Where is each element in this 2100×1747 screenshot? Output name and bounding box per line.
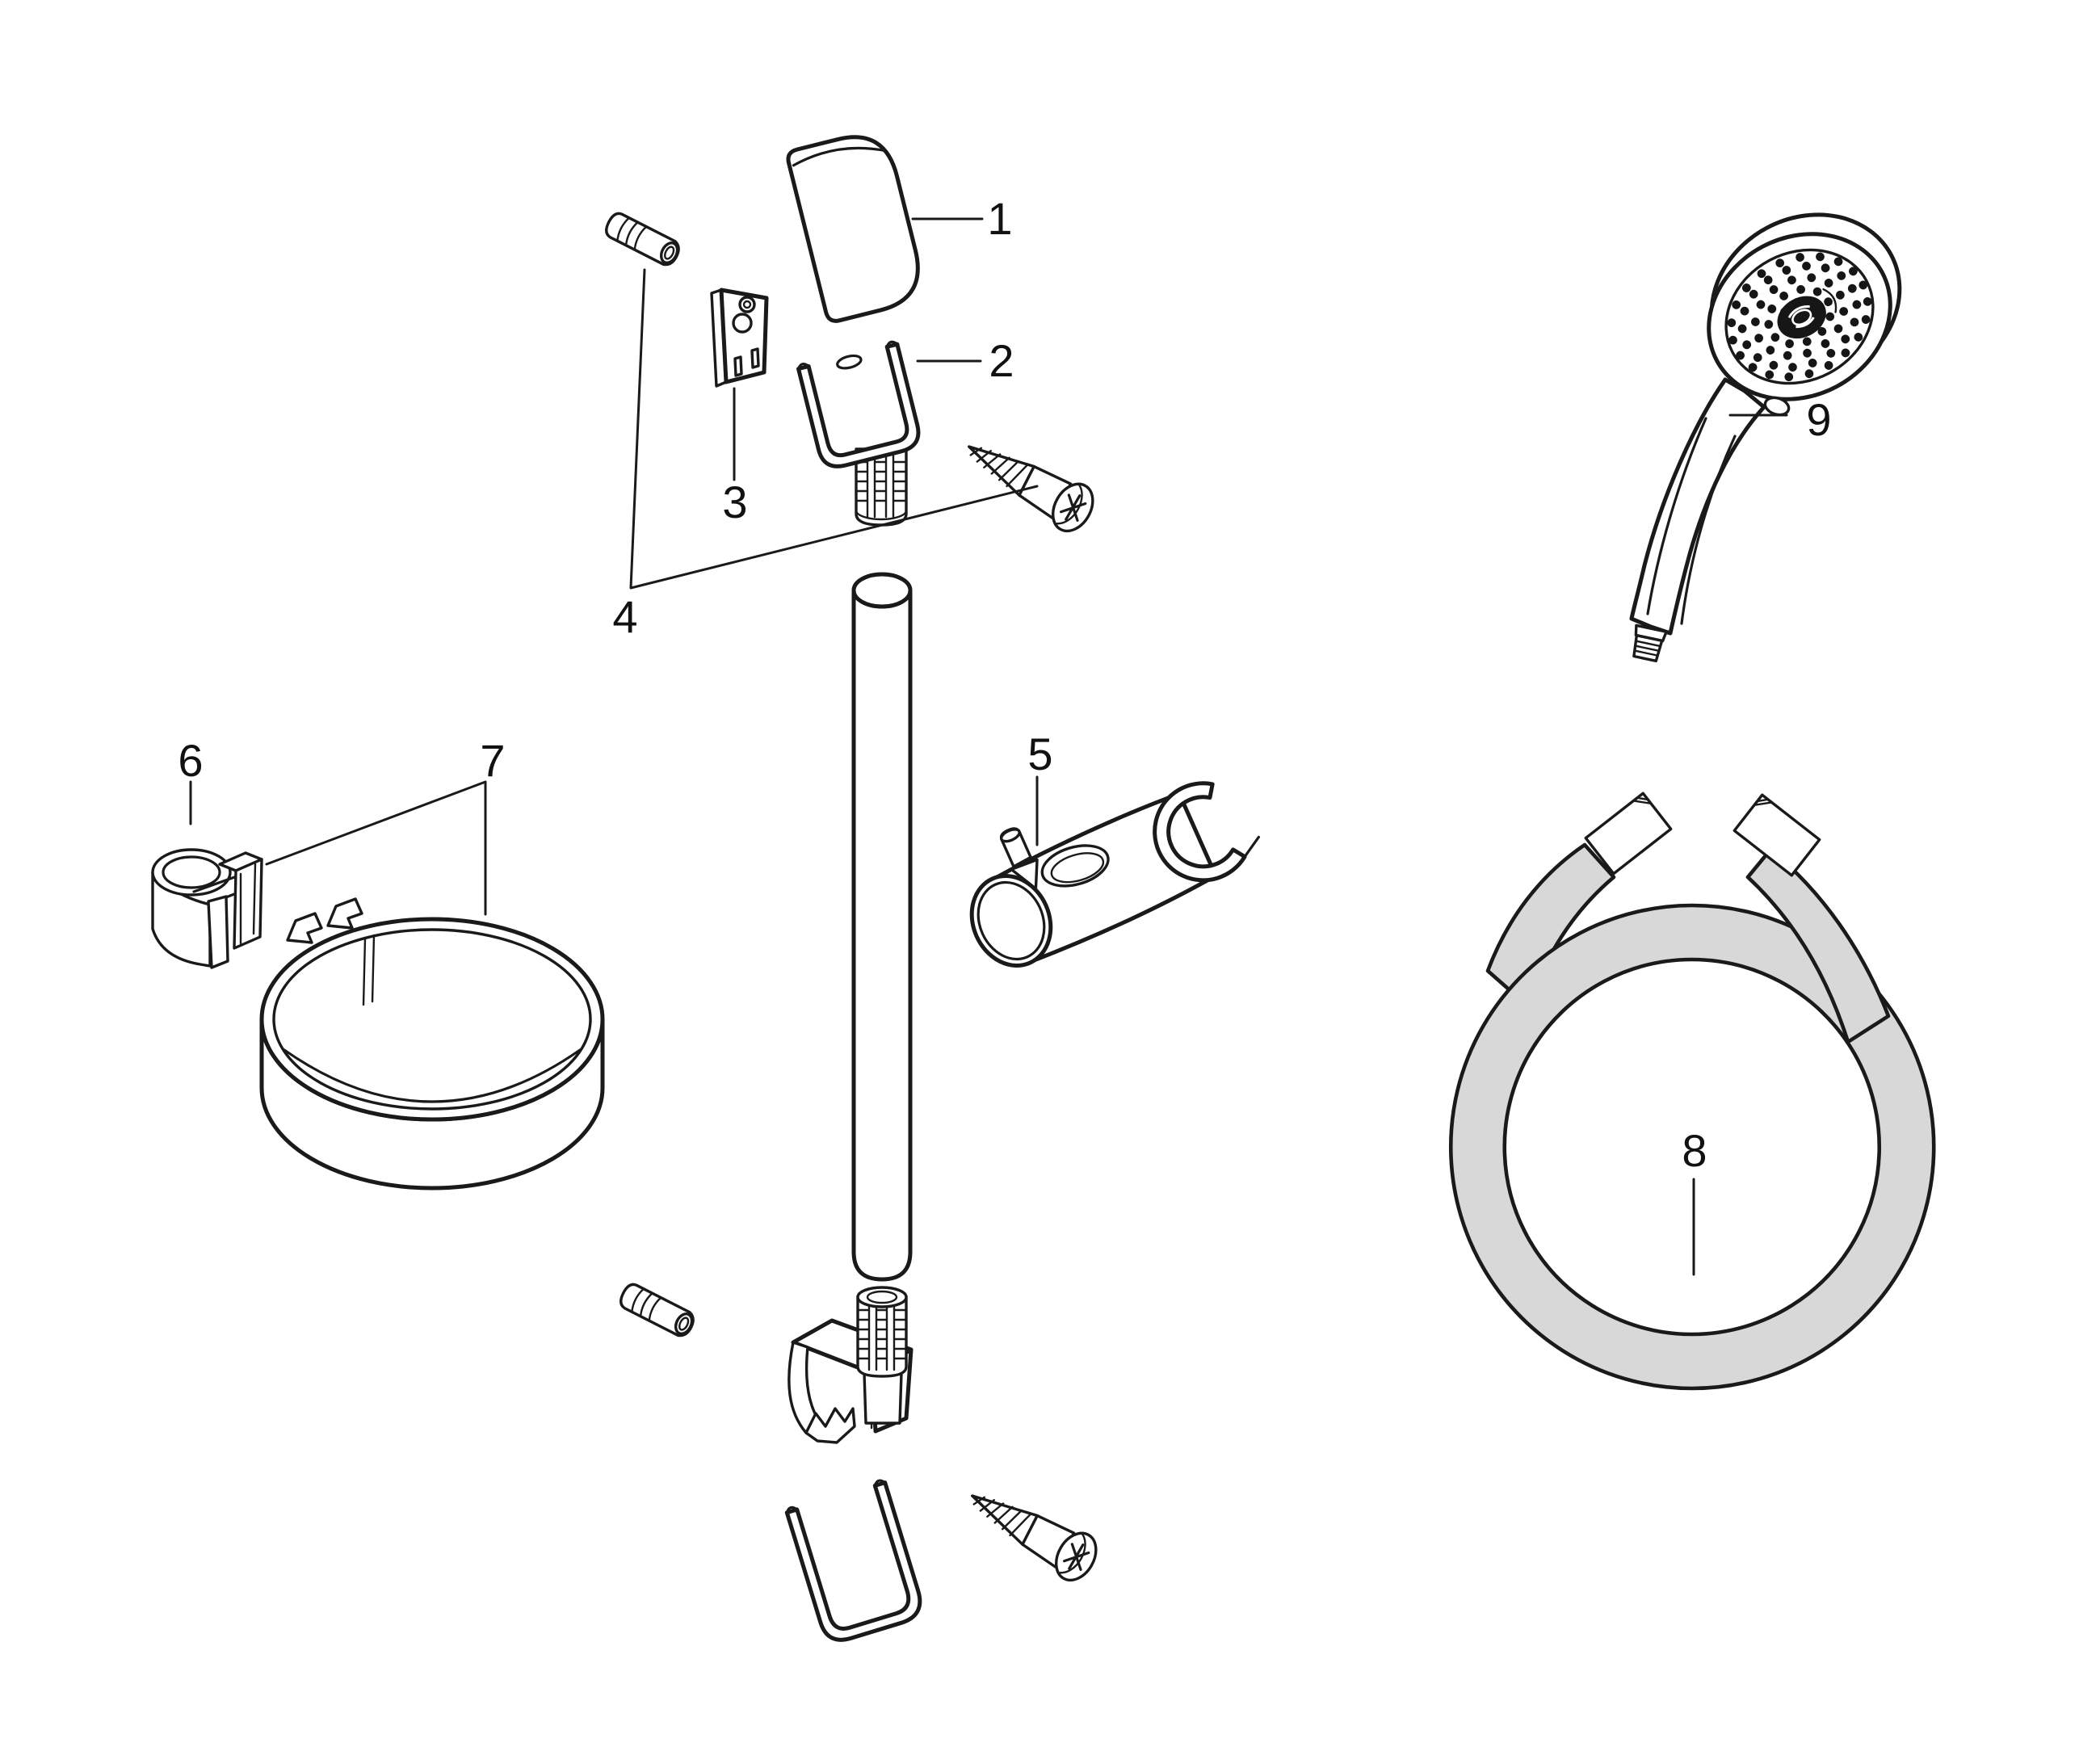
shower-hose [1448,792,1936,1391]
callout-label-4: 4 [612,591,637,642]
lower-fixing-screw [958,1473,1106,1589]
upper-wall-anchor [855,447,908,527]
hose-nut-right [1732,793,1821,877]
hose-tail-right [1745,847,1891,1044]
callout-label-8: 8 [1682,1125,1707,1176]
callout-label-6: 6 [178,735,203,786]
holder-ring [259,897,605,1191]
callout-4-leader [629,268,1039,590]
callout-7-leader [265,780,487,916]
callout-label-9: 9 [1806,394,1831,445]
hand-shower [1629,212,1902,663]
callout-label-1: 1 [987,193,1012,244]
callout-label-3: 3 [722,477,747,527]
callout-leader-lines [189,217,1788,1276]
mounting-plate [710,288,769,388]
shower-rail-bar [851,572,913,1282]
callout-labels: 1 2 3 4 5 6 7 8 9 [178,193,1831,1176]
hand-shower-thread-connector [1632,624,1668,663]
upper-wall-plug-pin [601,208,684,270]
lower-wall-plug-pin [615,1279,699,1341]
callout-label-7: 7 [480,735,505,786]
upper-wall-bracket [796,340,921,468]
upper-fixing-screw [955,424,1102,540]
callout-label-2: 2 [989,335,1014,386]
hose-nut-left [1584,792,1673,876]
hand-shower-head [1707,212,1902,401]
lower-wall-anchor [856,1286,908,1425]
lower-cover-cap [784,1479,922,1642]
rail-clip [151,848,263,969]
hose-coil [1448,903,1936,1391]
callout-label-5: 5 [1027,729,1052,779]
upper-cover-cap [786,135,920,323]
slider-holder [969,781,1260,968]
